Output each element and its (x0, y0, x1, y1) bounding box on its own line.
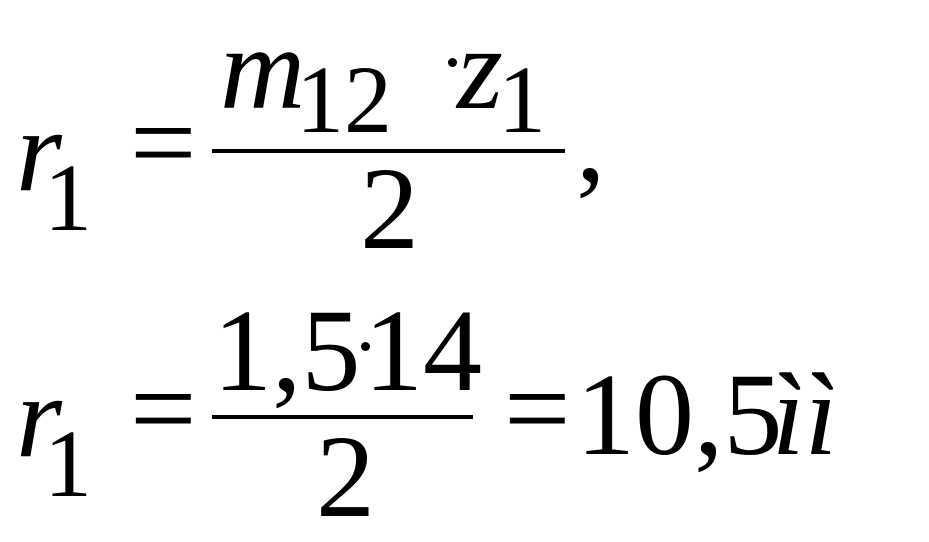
fraction-bar (212, 415, 473, 419)
trailing-comma: , (576, 75, 606, 206)
numerator-teeth-subscript: 1 (498, 46, 546, 153)
numerator-teeth-variable: z (457, 3, 503, 134)
result-value: 10,5 (576, 349, 783, 480)
multiplication-dot (361, 342, 370, 351)
equals-sign: = (130, 77, 197, 208)
numerator-module-variable: m (220, 3, 306, 134)
lhs-subscript: 1 (44, 410, 92, 517)
denominator: 2 (316, 411, 375, 542)
lhs-subscript: 1 (44, 144, 92, 251)
multiplication-dot (448, 58, 457, 67)
numerator-module-subscript: 12 (296, 46, 392, 153)
numerator-teeth-value: 14 (364, 285, 482, 416)
result-equals-sign: = (504, 343, 571, 474)
fraction-bar (212, 149, 565, 153)
denominator: 2 (360, 143, 419, 274)
lhs-variable: r (16, 351, 62, 482)
numerator-module-value: 1,5 (213, 285, 361, 416)
equals-sign: = (130, 343, 197, 474)
result-unit: ìì (772, 349, 838, 480)
lhs-variable: r (16, 85, 62, 216)
